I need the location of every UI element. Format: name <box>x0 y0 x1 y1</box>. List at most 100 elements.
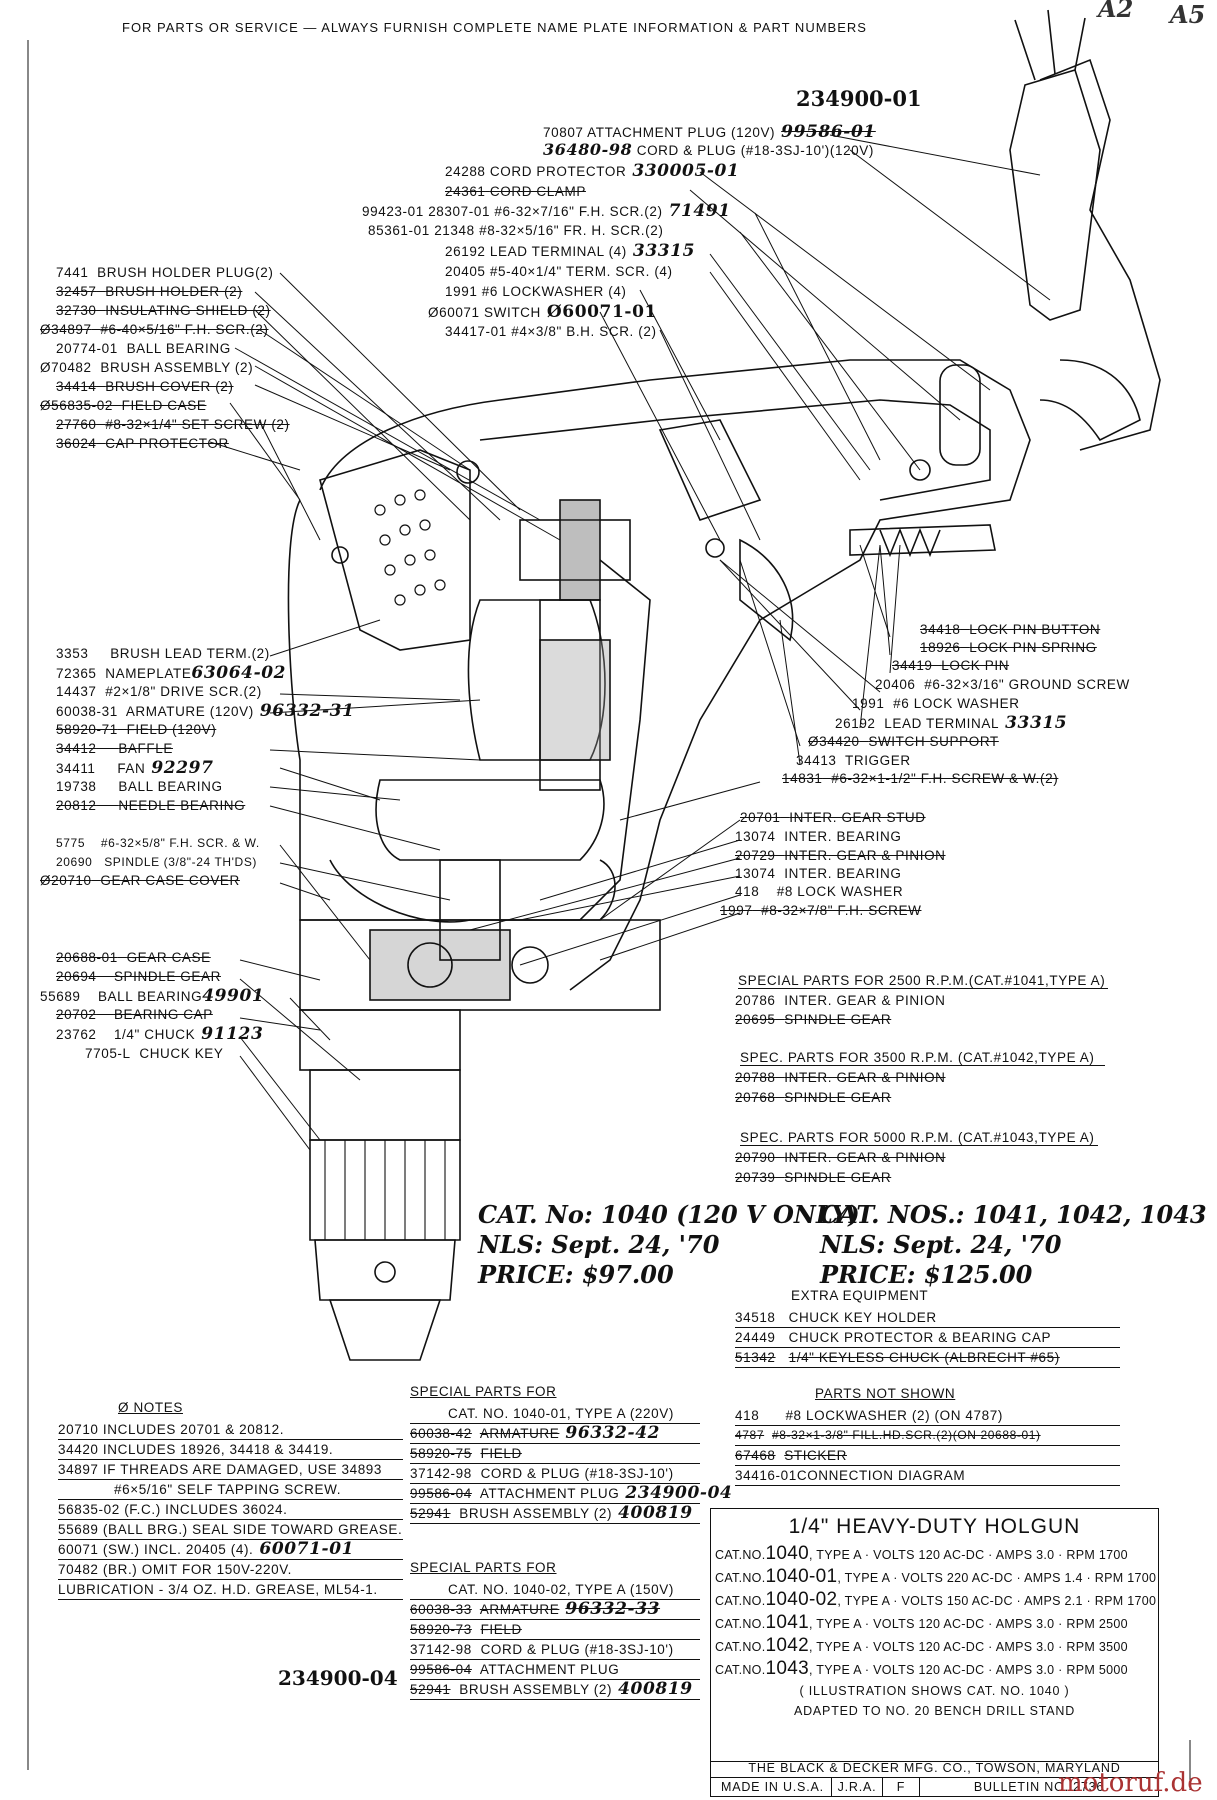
list-item: 51342 1/4" KEYLESS CHUCK (ALBRECHT #65) <box>735 1348 1120 1368</box>
parts-not-shown: PARTS NOT SHOWN 418 #8 LOCKWASHER (2) (O… <box>735 1386 1120 1486</box>
note-line: 70482 (BR.) OMIT FOR 150V-220V. <box>58 1560 403 1580</box>
header-notice: FOR PARTS OR SERVICE — ALWAYS FURNISH CO… <box>122 20 867 35</box>
part-label: 418 #8 LOCK WASHER <box>735 884 904 899</box>
cat-row: CAT.NO.1043, TYPE A · VOLTS 120 AC-DC · … <box>715 1658 1128 1679</box>
handwritten-line: CAT. NOS.: 1041, 1042, 1043 <box>820 1200 1207 1229</box>
part-label: Ø70482 BRUSH ASSEMBLY (2) <box>40 360 254 375</box>
rpm-section-title: SPECIAL PARTS FOR 2500 R.P.M.(CAT.#1041,… <box>738 973 1108 989</box>
part-label: 32730 INSULATING SHIELD (2) <box>56 303 271 318</box>
part-label: 36024 CAP PROTECTOR <box>56 436 229 451</box>
side-note-234900-04: 234900-04 <box>278 1666 398 1690</box>
corner-mark-a5: A5 <box>1170 0 1206 29</box>
part-label: 7705-L CHUCK KEY <box>85 1046 224 1061</box>
extra-equipment-title: EXTRA EQUIPMENT <box>791 1288 929 1303</box>
list-item: 34518 CHUCK KEY HOLDER <box>735 1308 1120 1328</box>
section-title: PARTS NOT SHOWN <box>815 1386 956 1401</box>
rpm-section-title: SPEC. PARTS FOR 3500 R.P.M. (CAT.#1042,T… <box>740 1050 1105 1066</box>
part-label: 58920-71 FIELD (120V) <box>56 722 217 737</box>
part-label: Ø34897 #6-40×5/16" F.H. SCR.(2) <box>40 322 269 337</box>
part-label: 20739 SPINDLE GEAR <box>735 1170 892 1185</box>
specification-box: 1/4" HEAVY-DUTY HOLGUN CAT.NO.1040, TYPE… <box>710 1508 1159 1762</box>
switch-body <box>658 419 762 521</box>
part-label: 7441 BRUSH HOLDER PLUG(2) <box>56 265 274 280</box>
bearing-cap <box>299 1009 461 1071</box>
corner-mark-a2: A2 <box>1098 0 1134 23</box>
cat-row: CAT.NO.1040, TYPE A · VOLTS 120 AC-DC · … <box>715 1543 1128 1564</box>
list-item: 67468 STICKER <box>735 1446 1120 1466</box>
part-label: 99423-01 28307-01 #6-32×7/16" F.H. SCR.(… <box>362 201 731 221</box>
part-label: 13074 INTER. BEARING <box>735 829 902 844</box>
list-item: 4787 #8-32×1-3/8" FILL.HD.SCR.(2)(ON 206… <box>735 1426 1120 1446</box>
note-line: 60071 (SW.) INCL. 20405 (4).60071-01 <box>58 1540 403 1560</box>
part-label: 1991 #6 LOCK WASHER <box>852 696 1020 711</box>
special-parts-220v: SPECIAL PARTS FOR CAT. NO. 1040-01, TYPE… <box>410 1384 732 1524</box>
part-label: 20688-01 GEAR CASE <box>56 950 211 965</box>
note-line: LUBRICATION - 3/4 OZ. H.D. GREASE, ML54-… <box>58 1580 403 1600</box>
gear-case <box>299 919 661 1011</box>
part-label: 3353 BRUSH LEAD TERM.(2) <box>56 646 270 661</box>
list-item: 58920-73 FIELD <box>410 1620 700 1640</box>
handwritten-line: NLS: Sept. 24, '70 <box>478 1230 720 1259</box>
list-item: 52941 BRUSH ASSEMBLY (2)400819 <box>410 1504 700 1524</box>
section-title: SPECIAL PARTS FOR <box>410 1384 557 1399</box>
handwritten-line: NLS: Sept. 24, '70 <box>820 1230 1062 1259</box>
part-label: 36480-98 CORD & PLUG (#18-3SJ-10')(120V) <box>543 140 874 159</box>
part-label: 20405 #5-40×1/4" TERM. SCR. (4) <box>445 264 673 279</box>
brush-holder-end <box>319 449 471 651</box>
handwritten-cat-1041-1043: CAT. NOS.: 1041, 1042, 1043 NLS: Sept. 2… <box>820 1200 1207 1290</box>
cord-protector <box>939 364 981 466</box>
brush-assembly <box>519 519 631 581</box>
part-label: 20694 SPINDLE GEAR <box>56 969 221 984</box>
part-label: 34412 BAFFLE <box>56 741 173 756</box>
list-item: 52941 BRUSH ASSEMBLY (2)400819 <box>410 1680 700 1700</box>
note-line: 20710 INCLUDES 20701 & 20812. <box>58 1420 403 1440</box>
section-title: SPECIAL PARTS FOR <box>410 1560 557 1575</box>
part-label: 34413 TRIGGER <box>796 753 911 768</box>
part-label: 20729 INTER. GEAR & PINION <box>735 848 946 863</box>
watermark: motoruf.de <box>1058 1768 1203 1798</box>
note-line: 55689 (BALL BRG.) SEAL SIDE TOWARD GREAS… <box>58 1520 403 1540</box>
cat-row: CAT.NO.1042, TYPE A · VOLTS 120 AC-DC · … <box>715 1635 1128 1656</box>
lock-pin <box>849 524 996 556</box>
fan <box>375 779 605 861</box>
part-label: 26192 LEAD TERMINAL (4)33315 <box>445 241 696 261</box>
part-label: 5775 #6-32×5/8" F.H. SCR. & W. <box>56 836 260 850</box>
part-label: 34419 LOCK PIN <box>892 658 1010 673</box>
part-label: 14831 #6-32×1-1/2" F.H. SCREW & W.(2) <box>782 771 1059 786</box>
part-label: 1991 #6 LOCKWASHER (4) <box>445 284 627 299</box>
power-cord <box>1039 58 1161 451</box>
part-label: 20788 INTER. GEAR & PINION <box>735 1070 946 1085</box>
handwritten-line: PRICE: $125.00 <box>820 1260 1033 1289</box>
revision-letter: F <box>883 1778 920 1796</box>
part-label: 20406 #6-32×3/16" GROUND SCREW <box>875 677 1130 692</box>
chuck <box>309 1139 461 1241</box>
part-label: 20690 SPINDLE (3/8"-24 TH'DS) <box>56 855 258 869</box>
trigger <box>739 538 794 642</box>
spindle-area <box>439 859 501 961</box>
note-line: #6×5/16" SELF TAPPING SCREW. <box>58 1480 403 1500</box>
part-label: 27760 #8-32×1/4" SET SCREW (2) <box>56 417 290 432</box>
part-label: 72365 NAMEPLATE63064-02 <box>56 663 287 683</box>
list-item: 418 #8 LOCKWASHER (2) (ON 4787) <box>735 1406 1120 1426</box>
part-label: 20812 NEEDLE BEARING <box>56 798 246 813</box>
special-parts-150v: SPECIAL PARTS FOR CAT. NO. 1040-02, TYPE… <box>410 1560 700 1700</box>
illustration-note: ( ILLUSTRATION SHOWS CAT. NO. 1040 ) <box>799 1684 1070 1698</box>
top-part-number: 234900-01 <box>796 86 922 111</box>
rpm-section-title: SPEC. PARTS FOR 5000 R.P.M. (CAT.#1043,T… <box>740 1130 1098 1146</box>
cat-row: CAT.NO.1041, TYPE A · VOLTS 120 AC-DC · … <box>715 1612 1128 1633</box>
part-label: 13074 INTER. BEARING <box>735 866 902 881</box>
part-label: 20702 BEARING CAP <box>56 1007 213 1022</box>
part-label: 20701 INTER. GEAR STUD <box>740 810 926 825</box>
part-label: 60038-31 ARMATURE (120V)96332-31 <box>56 701 355 721</box>
part-label: 14437 #2×1/8" DRIVE SCR.(2) <box>56 684 262 699</box>
handwritten-cat-1040: CAT. No: 1040 (120 V ONLY) NLS: Sept. 24… <box>478 1200 860 1290</box>
manufacturer-box: THE BLACK & DECKER MFG. CO., TOWSON, MAR… <box>710 1760 1159 1797</box>
note-line: 56835-02 (F.C.) INCLUDES 36024. <box>58 1500 403 1520</box>
part-label: 70807 ATTACHMENT PLUG (120V)99586-01 <box>543 122 876 142</box>
